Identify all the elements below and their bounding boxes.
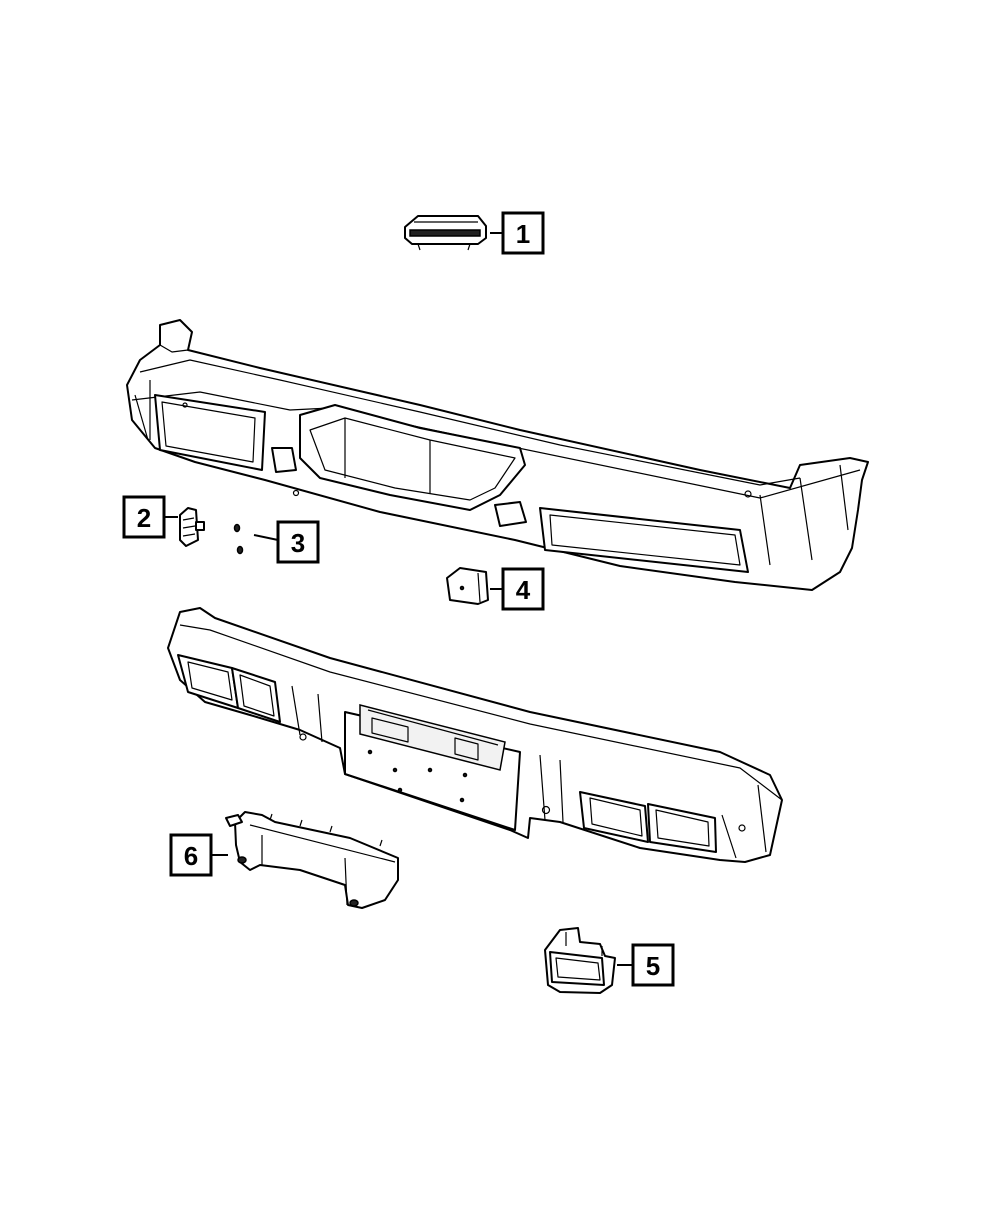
part-1-stop-lamp [404, 215, 487, 251]
callout-1: 1 [501, 211, 545, 255]
part-5-lamp [544, 927, 616, 994]
callout-4: 4 [501, 567, 545, 611]
upper-bumper-assembly [126, 319, 869, 591]
part-2-bracket [179, 507, 205, 547]
svg-text:4: 4 [516, 575, 531, 605]
svg-text:6: 6 [184, 841, 198, 871]
svg-text:1: 1 [516, 219, 530, 249]
svg-text:3: 3 [291, 528, 305, 558]
callout-5: 5 [631, 943, 675, 987]
part-4-cover [446, 567, 489, 605]
svg-text:5: 5 [646, 951, 660, 981]
lower-bumper-assembly [167, 607, 783, 863]
callout-3: 3 [276, 520, 320, 564]
part-6-bracket [225, 811, 399, 909]
callout-2: 2 [122, 495, 166, 539]
leader-3 [253, 534, 279, 541]
svg-text:2: 2 [137, 503, 151, 533]
callout-6: 6 [169, 833, 213, 877]
part-3-fasteners [233, 523, 244, 555]
